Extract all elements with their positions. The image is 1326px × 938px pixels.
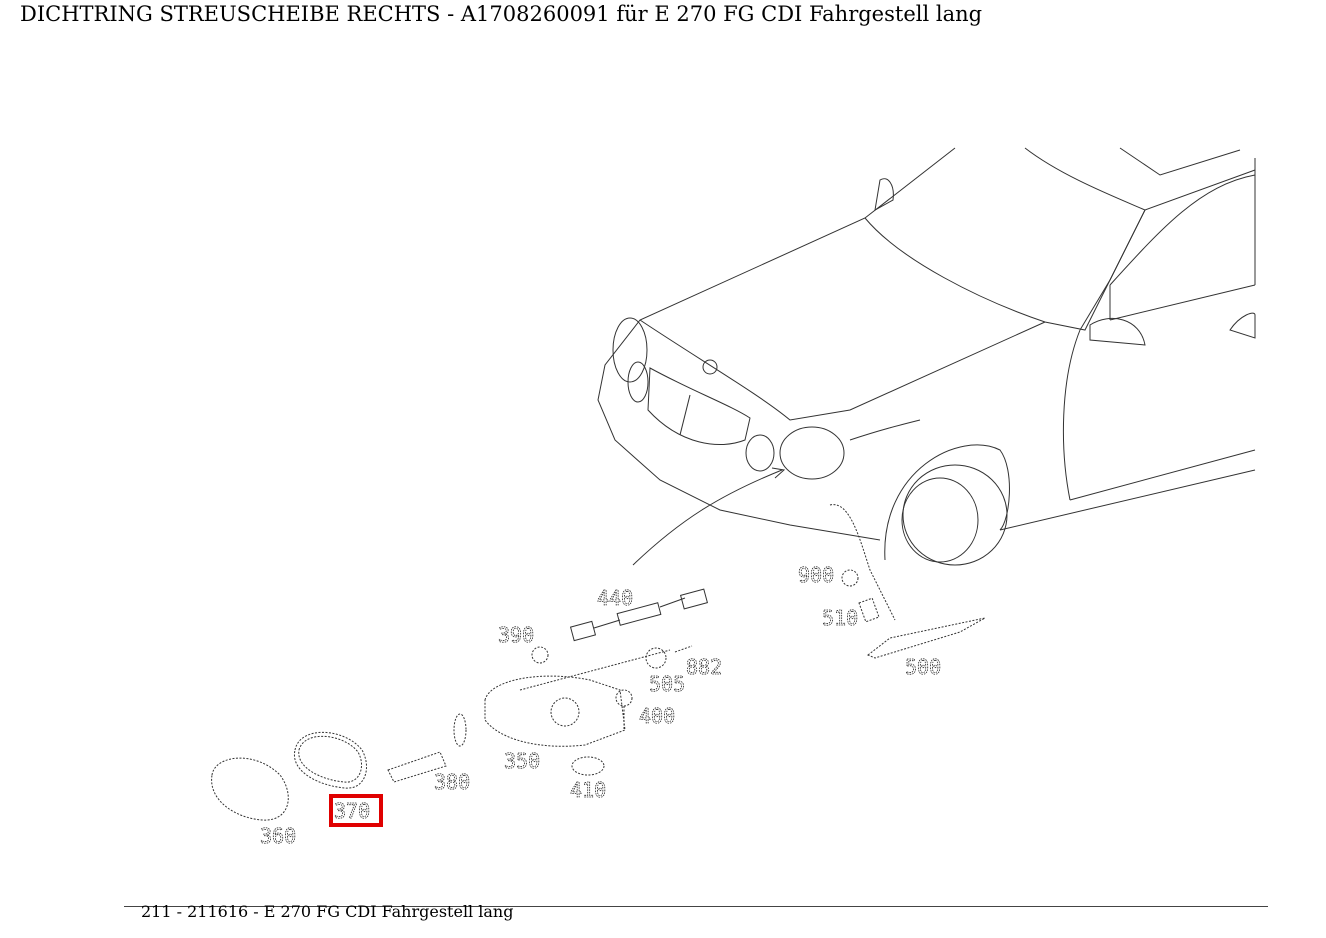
callout-410[interactable]: 410 — [570, 778, 607, 803]
callout-900[interactable]: 900 — [798, 563, 835, 588]
callout-510[interactable]: 510 — [822, 606, 859, 631]
footer-divider — [124, 906, 1268, 907]
callout-440[interactable]: 440 — [597, 586, 634, 611]
page-title: DICHTRING STREUSCHEIBE RECHTS - A1708260… — [20, 2, 983, 26]
callouts: 440 390 900 510 882 505 500 400 350 380 … — [260, 563, 942, 849]
callout-882[interactable]: 882 — [686, 655, 723, 680]
callout-360[interactable]: 360 — [260, 824, 297, 849]
footer-caption: 211 - 211616 - E 270 FG CDI Fahrgestell … — [141, 902, 514, 921]
callout-380[interactable]: 380 — [434, 770, 471, 795]
car-illustration — [597, 147, 1256, 566]
callout-505[interactable]: 505 — [649, 672, 686, 697]
callout-350[interactable]: 350 — [504, 749, 541, 774]
pointer-arrow — [632, 469, 783, 566]
exploded-parts — [211, 504, 986, 821]
selected-part-highlight — [329, 794, 383, 827]
callout-500[interactable]: 500 — [905, 655, 942, 680]
callout-400[interactable]: 400 — [639, 704, 676, 729]
callout-370[interactable]: 370 — [334, 799, 371, 824]
callout-390[interactable]: 390 — [498, 623, 535, 648]
